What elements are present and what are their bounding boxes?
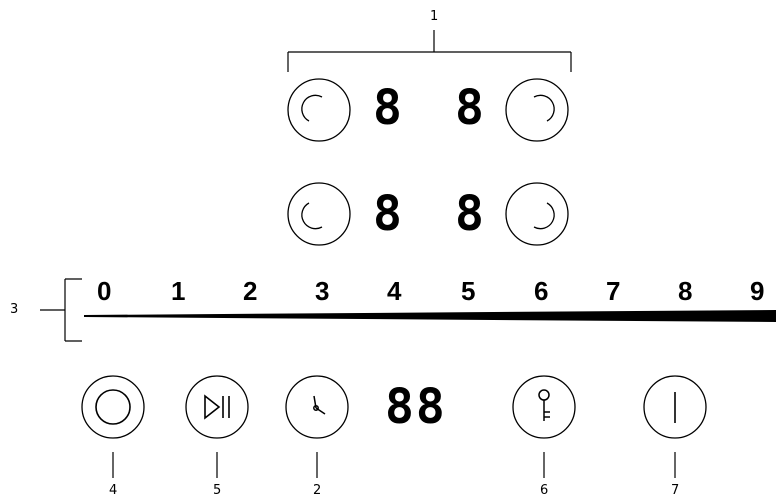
zone-arc-rear-right-icon [533,202,555,230]
scale-number[interactable]: 9 [750,276,765,306]
display-rear-left: 8 [373,186,404,242]
scale-number[interactable]: 3 [315,276,330,306]
display-front-right: 8 [455,80,486,136]
callout-stop-and-go: 4 [109,483,118,498]
callout-pause: 5 [213,483,222,498]
timer-display: 88 [385,379,447,435]
pause-button[interactable] [185,375,249,439]
callout-zones-group: 1 [430,9,439,24]
scale-number[interactable]: 2 [243,276,258,306]
zones-bracket [287,30,572,72]
callout-timer: 2 [313,483,322,498]
timer-button[interactable] [285,375,349,439]
scale-number[interactable]: 4 [387,276,402,306]
callout-on-off: 7 [671,483,680,498]
zone-arc-front-right-icon [533,94,555,122]
power-slider-bar[interactable] [84,310,776,322]
zone-button-front-right[interactable] [505,78,569,142]
scale-number[interactable]: 1 [171,276,186,306]
zone-button-rear-left[interactable] [287,182,351,246]
play-pause-icon [204,394,230,420]
scale-number[interactable]: 6 [534,276,549,306]
on-off-button[interactable] [643,375,707,439]
scale-number[interactable]: 5 [461,276,476,306]
zone-arc-rear-left-icon [301,202,323,230]
callout-leaders [112,452,676,478]
callout-lock: 6 [540,483,549,498]
display-rear-right: 8 [455,186,486,242]
zone-button-front-left[interactable] [287,78,351,142]
circle-icon [95,389,131,425]
lock-button[interactable] [512,375,576,439]
zone-button-rear-right[interactable] [505,182,569,246]
scale-number[interactable]: 0 [97,276,112,306]
key-icon [538,389,550,421]
callout-power-level-scale: 3 [10,302,19,317]
scale-bracket [40,278,82,342]
zone-arc-front-left-icon [301,94,323,122]
clock-hands-icon [313,395,326,415]
display-front-left: 8 [373,80,404,136]
stop-and-go-button[interactable] [81,375,145,439]
scale-number[interactable]: 8 [678,276,693,306]
scale-number[interactable]: 7 [606,276,621,306]
